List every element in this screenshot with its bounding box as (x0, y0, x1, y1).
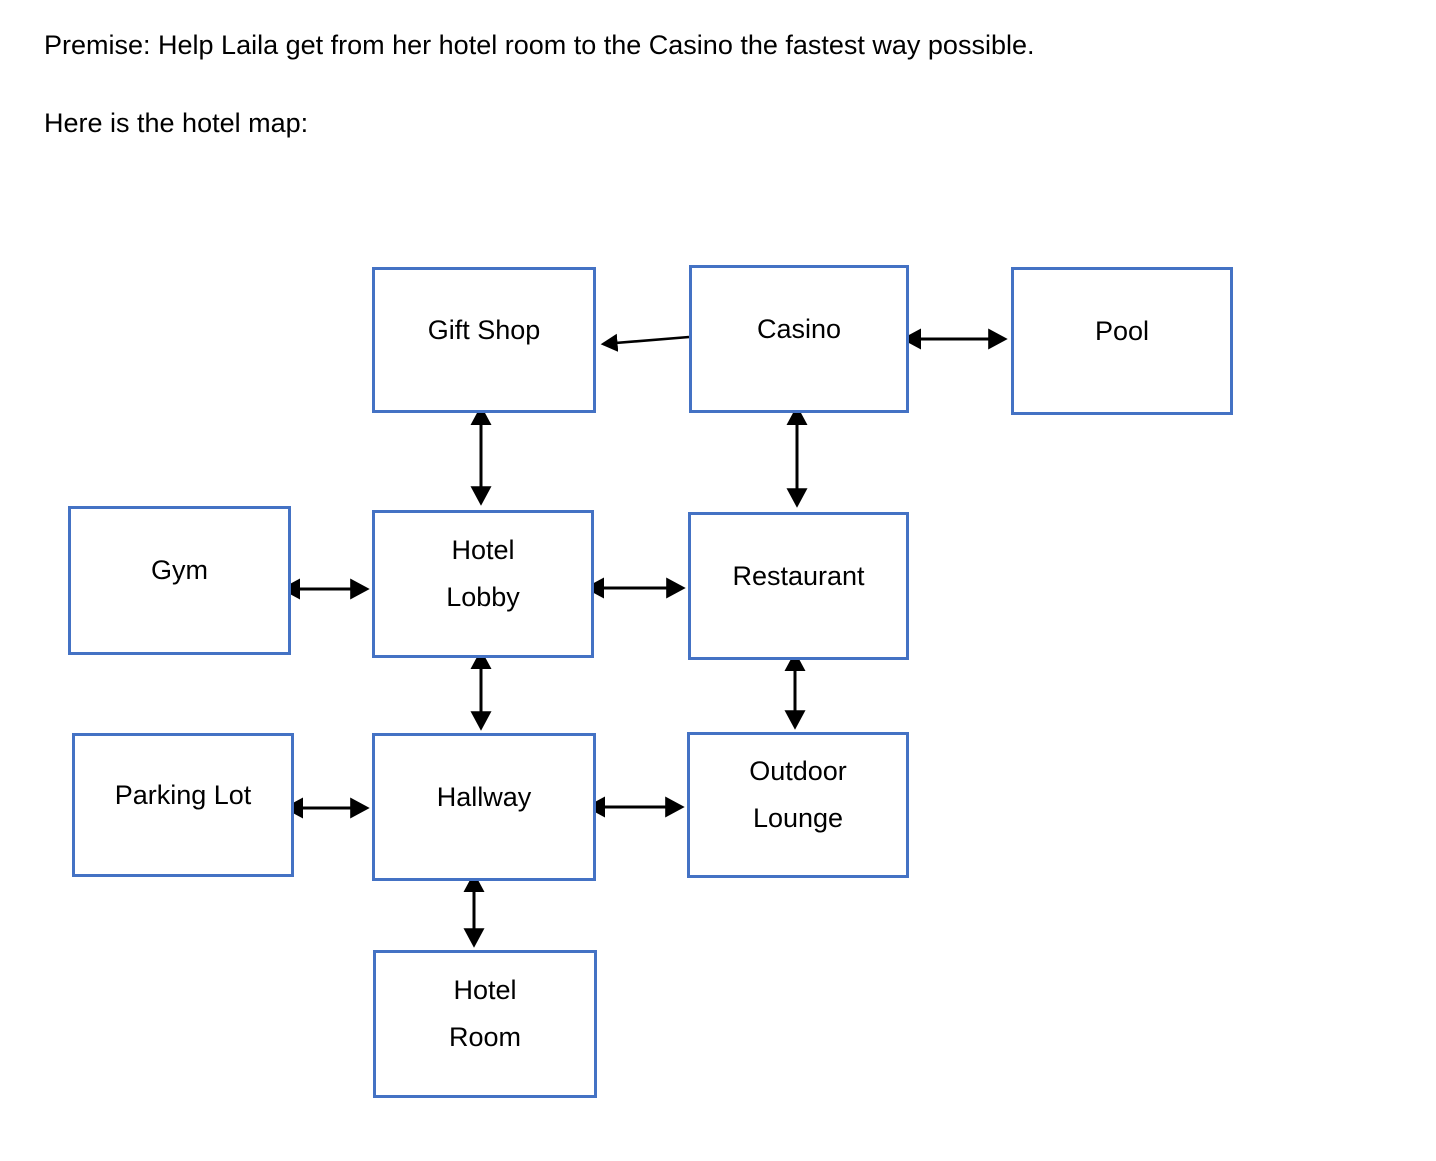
node-parking-lot[interactable]: Parking Lot (72, 733, 294, 877)
intro-text-block: Premise: Help Laila get from her hotel r… (44, 26, 1384, 142)
node-label-gift-shop: Gift Shop (427, 314, 541, 345)
node-casino[interactable]: Casino (689, 265, 909, 413)
premise-line: Premise: Help Laila get from her hotel r… (44, 30, 1035, 60)
node-outdoor-lounge[interactable]: Outdoor Lounge (687, 732, 909, 878)
node-gym[interactable]: Gym (68, 506, 291, 655)
edge-casino-to-gift-shop (600, 333, 690, 352)
node-hotel-room[interactable]: Hotel Room (373, 950, 597, 1098)
node-label-hotel-room: Hotel Room (448, 975, 522, 1052)
node-pool[interactable]: Pool (1011, 267, 1233, 415)
node-hotel-lobby[interactable]: Hotel Lobby (372, 510, 594, 658)
node-label-casino: Casino (756, 313, 842, 344)
node-label-pool: Pool (1094, 315, 1150, 346)
node-hallway[interactable]: Hallway (372, 733, 596, 881)
map-intro-line: Here is the hotel map: (44, 108, 309, 138)
node-label-parking-lot: Parking Lot (114, 779, 252, 810)
node-restaurant[interactable]: Restaurant (688, 512, 909, 660)
node-label-hallway: Hallway (436, 781, 532, 812)
node-label-gym: Gym (151, 555, 208, 585)
node-label-restaurant: Restaurant (732, 560, 865, 591)
node-gift-shop[interactable]: Gift Shop (372, 267, 596, 413)
node-label-hotel-lobby: Hotel Lobby (446, 535, 520, 612)
node-label-outdoor-lounge: Outdoor Lounge (749, 756, 847, 833)
